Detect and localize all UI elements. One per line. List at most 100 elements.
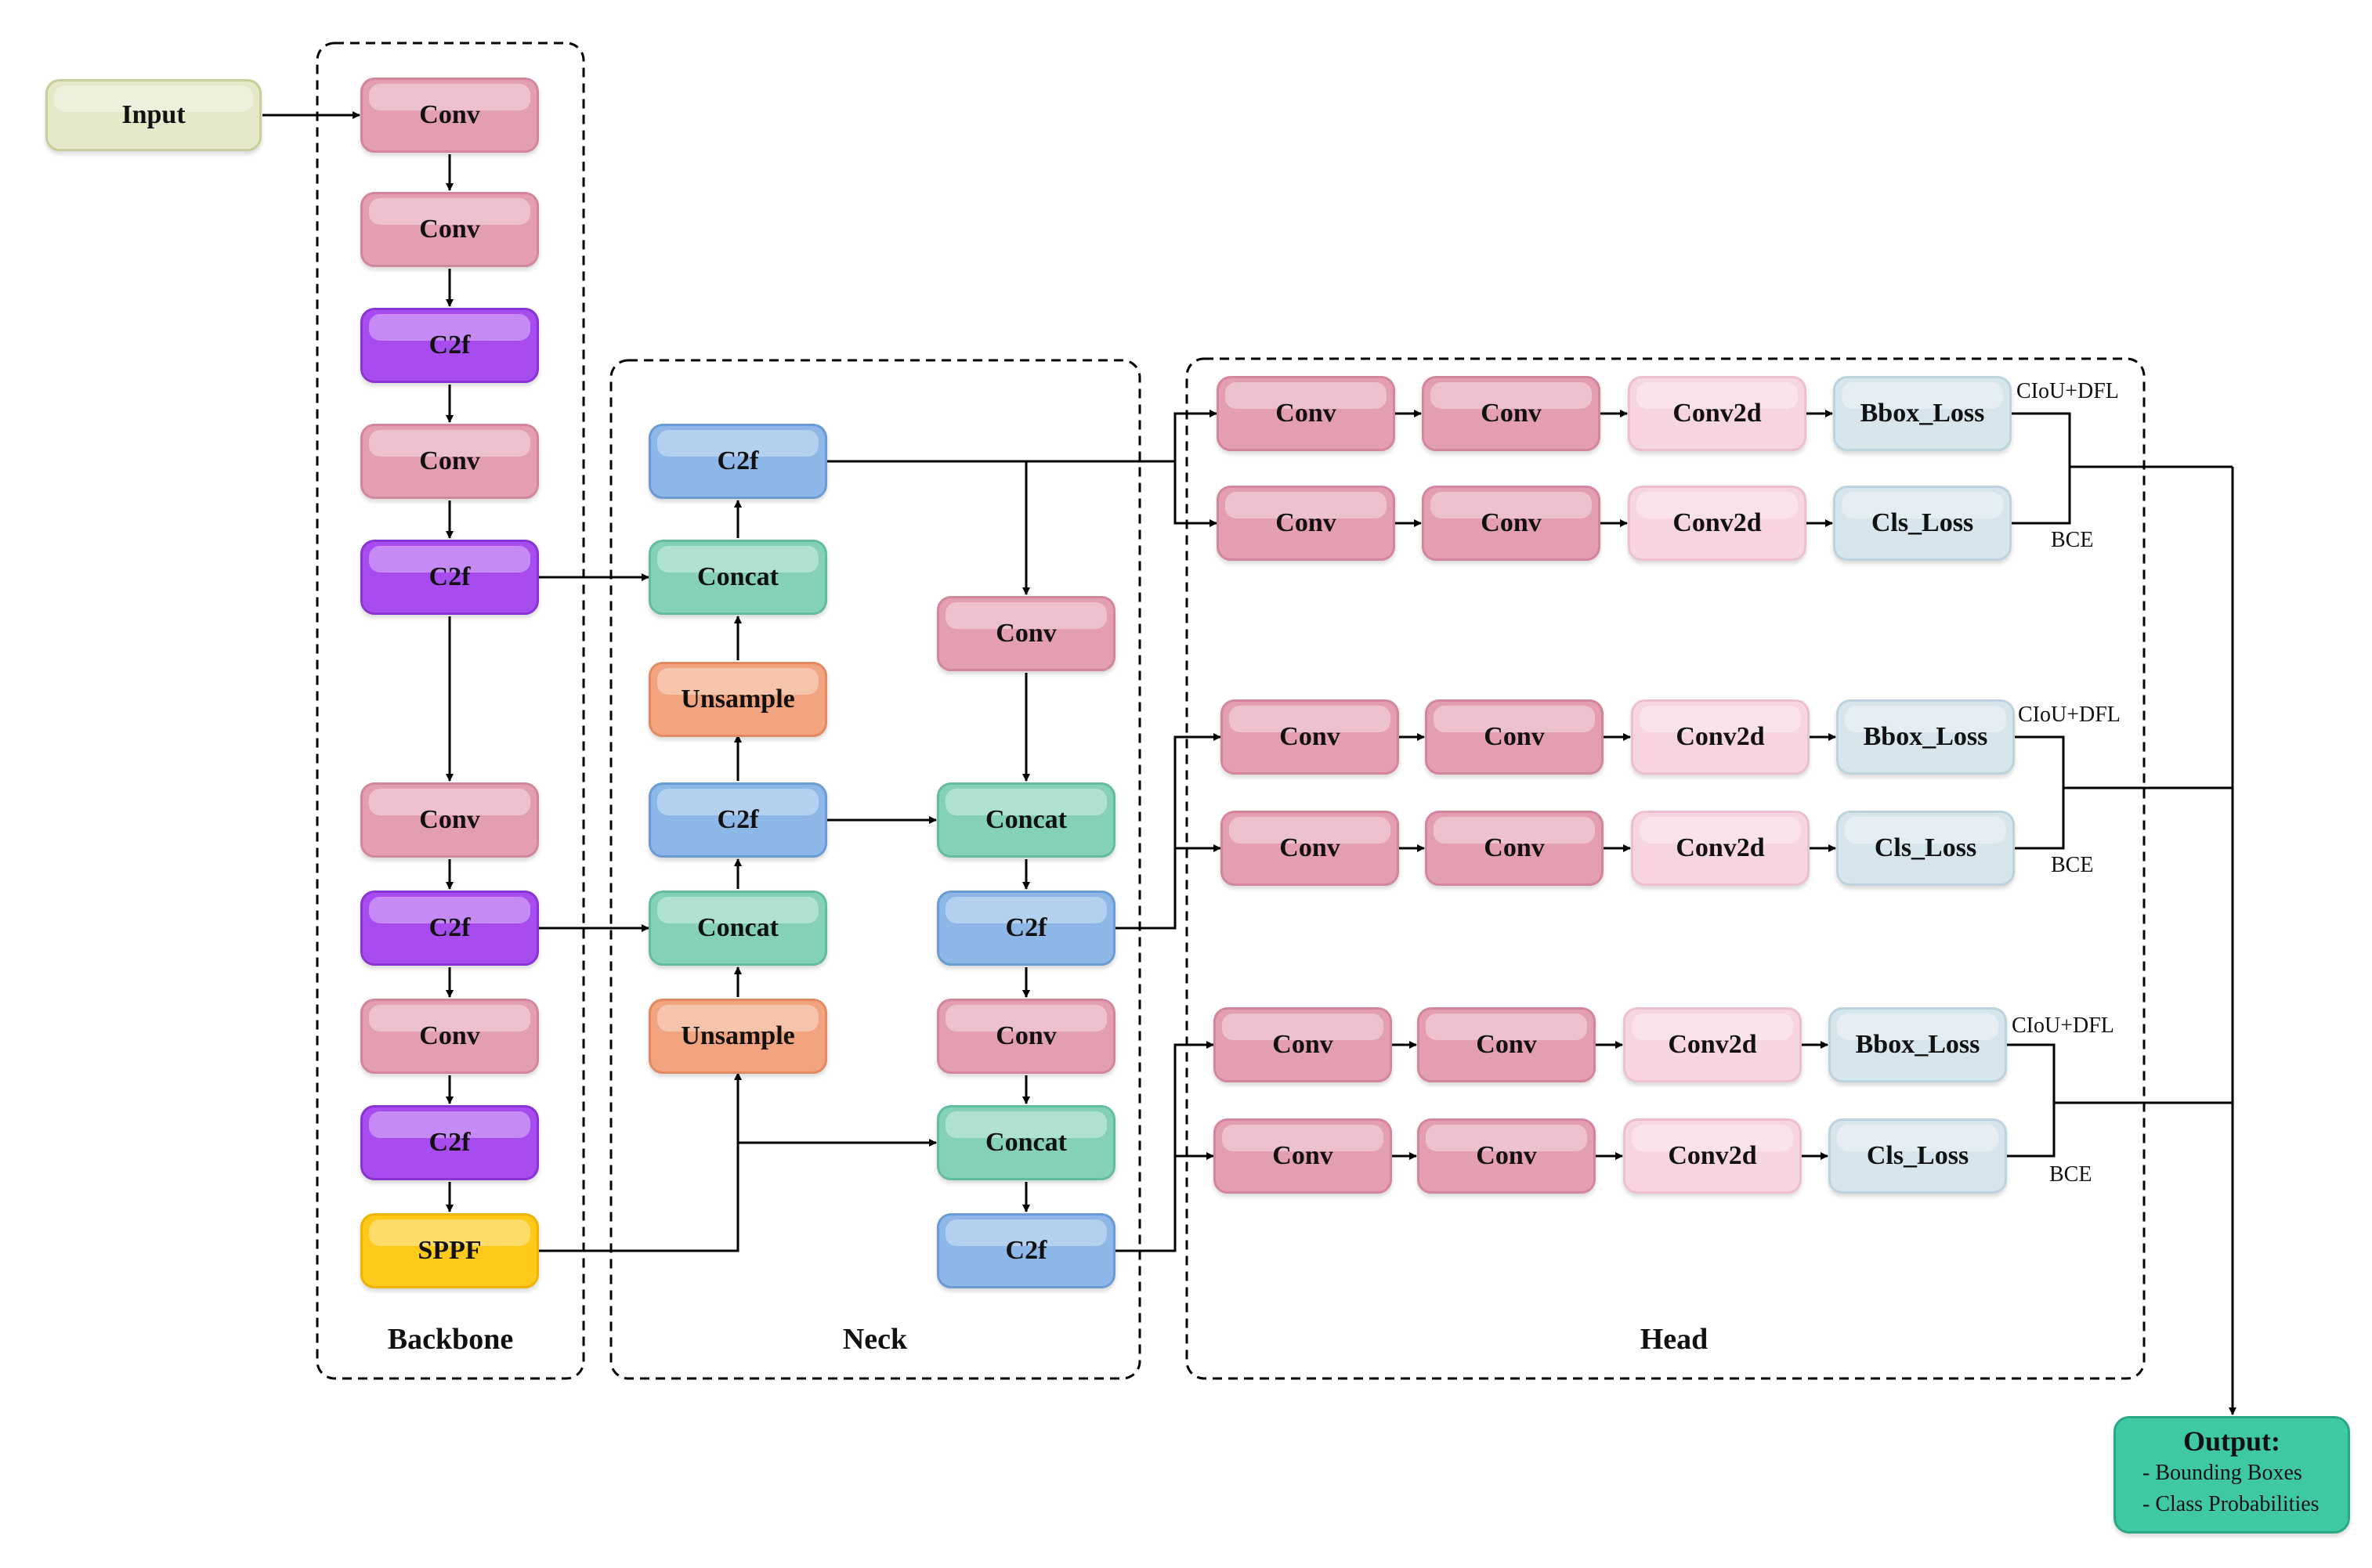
block-label: C2f: [428, 1128, 471, 1157]
neck-conv-r1: Conv: [937, 596, 1115, 671]
head3-bbox-metric: CIoU+DFL: [2012, 1013, 2114, 1038]
block-label: Cls_Loss: [1871, 508, 1974, 537]
head2-cls-metric: BCE: [2051, 853, 2094, 877]
output-block: Output: - Bounding Boxes - Class Probabi…: [2113, 1416, 2350, 1534]
block-label: C2f: [428, 913, 471, 942]
block-label: Conv: [419, 805, 480, 834]
head2-bbox-loss: Bbox_Loss: [1836, 699, 2015, 775]
block-label: C2f: [428, 331, 471, 359]
head1-cls-metric: BCE: [2051, 528, 2094, 552]
block-label: C2f: [717, 446, 759, 475]
section-label-neck: Neck: [842, 1323, 908, 1356]
block-label: Conv: [419, 446, 480, 475]
input-block: Input: [45, 79, 262, 151]
block-label: Unsample: [681, 685, 795, 714]
neck-c2f-r1: C2f: [937, 891, 1115, 966]
head1-cls-conv-1: Conv: [1217, 486, 1395, 561]
block-label: Conv: [1481, 508, 1542, 537]
backbone-c2f-4: C2f: [360, 1105, 539, 1180]
block-label: SPPF: [418, 1236, 482, 1265]
block-label: Conv2d: [1672, 399, 1762, 428]
head3-cls-loss: Cls_Loss: [1828, 1118, 2007, 1194]
block-label: Concat: [985, 1128, 1067, 1157]
block-label: Concat: [697, 562, 779, 591]
head1-cls-loss: Cls_Loss: [1833, 486, 2012, 561]
head2-cls-conv2d: Conv2d: [1631, 811, 1810, 886]
neck-conv-r2: Conv: [937, 999, 1115, 1074]
neck-upsample-low: Unsample: [649, 999, 827, 1074]
neck-upsample-top: Unsample: [649, 662, 827, 737]
head2-cls-conv-1: Conv: [1220, 811, 1399, 886]
block-label: Conv: [419, 100, 480, 129]
backbone-c2f-3: C2f: [360, 891, 539, 966]
backbone-c2f-1: C2f: [360, 308, 539, 383]
head2-cls-loss: Cls_Loss: [1836, 811, 2015, 886]
block-label: Conv: [1484, 722, 1545, 751]
neck-c2f-mid: C2f: [649, 782, 827, 858]
block-label: Cls_Loss: [1866, 1141, 1969, 1170]
neck-concat-mid: Concat: [649, 891, 827, 966]
head3-bbox-loss: Bbox_Loss: [1828, 1007, 2007, 1082]
block-label: Conv2d: [1676, 722, 1765, 751]
head3-bbox-conv2d: Conv2d: [1623, 1007, 1802, 1082]
block-label: Conv: [1275, 508, 1336, 537]
block-label: Conv: [1484, 833, 1545, 862]
head3-cls-metric: BCE: [2049, 1162, 2092, 1187]
head3-cls-conv2d: Conv2d: [1623, 1118, 1802, 1194]
block-label: Conv: [419, 215, 480, 244]
neck-concat-top: Concat: [649, 540, 827, 615]
neck-frame: [609, 359, 1141, 1380]
section-label-head: Head: [1640, 1323, 1708, 1356]
head1-cls-conv2d: Conv2d: [1628, 486, 1806, 561]
backbone-sppf: SPPF: [360, 1213, 539, 1288]
head-frame: [1185, 357, 2146, 1380]
output-item-label: Class Probabilities: [2155, 1492, 2320, 1516]
block-label: Bbox_Loss: [1860, 399, 1985, 428]
block-label: Conv2d: [1672, 508, 1762, 537]
head1-bbox-metric: CIoU+DFL: [2016, 379, 2119, 403]
block-label: C2f: [1005, 913, 1047, 942]
head2-bbox-conv-1: Conv: [1220, 699, 1399, 775]
head2-bbox-metric: CIoU+DFL: [2018, 703, 2121, 727]
block-label: Conv: [1279, 833, 1340, 862]
block-label: Concat: [697, 913, 779, 942]
block-label: Unsample: [681, 1021, 795, 1050]
backbone-conv-1: Conv: [360, 78, 539, 153]
block-label: Conv: [1275, 399, 1336, 428]
head1-bbox-conv2d: Conv2d: [1628, 376, 1806, 451]
block-label: Conv2d: [1676, 833, 1765, 862]
head1-bbox-conv-1: Conv: [1217, 376, 1395, 451]
input-label: Input: [121, 100, 186, 129]
block-label: Conv: [1476, 1030, 1537, 1059]
neck-c2f-r2: C2f: [937, 1213, 1115, 1288]
block-label: Cls_Loss: [1874, 833, 1977, 862]
block-label: Concat: [985, 805, 1067, 834]
block-label: Conv2d: [1668, 1141, 1757, 1170]
block-label: Bbox_Loss: [1855, 1030, 1980, 1059]
head2-bbox-conv2d: Conv2d: [1631, 699, 1810, 775]
head2-bbox-conv-2: Conv: [1425, 699, 1604, 775]
block-label: Conv: [1279, 722, 1340, 751]
head3-cls-conv-2: Conv: [1417, 1118, 1596, 1194]
output-item-class-probabilities: - Class Probabilities: [2142, 1492, 2320, 1516]
output-title: Output:: [2182, 1425, 2281, 1457]
neck-concat-r1: Concat: [937, 782, 1115, 858]
backbone-conv-2: Conv: [360, 192, 539, 267]
block-label: Bbox_Loss: [1863, 722, 1988, 751]
block-label: Conv2d: [1668, 1030, 1757, 1059]
block-label: C2f: [428, 562, 471, 591]
backbone-conv-4: Conv: [360, 782, 539, 858]
block-label: Conv: [996, 619, 1057, 648]
block-label: Conv: [996, 1021, 1057, 1050]
head1-bbox-loss: Bbox_Loss: [1833, 376, 2012, 451]
backbone-conv-3: Conv: [360, 424, 539, 499]
block-label: Conv: [1272, 1030, 1333, 1059]
head3-bbox-conv-2: Conv: [1417, 1007, 1596, 1082]
block-label: C2f: [1005, 1236, 1047, 1265]
section-label-backbone: Backbone: [387, 1323, 514, 1356]
head3-cls-conv-1: Conv: [1213, 1118, 1392, 1194]
neck-c2f-top: C2f: [649, 424, 827, 499]
head1-bbox-conv-2: Conv: [1422, 376, 1600, 451]
backbone-frame: [316, 42, 585, 1380]
